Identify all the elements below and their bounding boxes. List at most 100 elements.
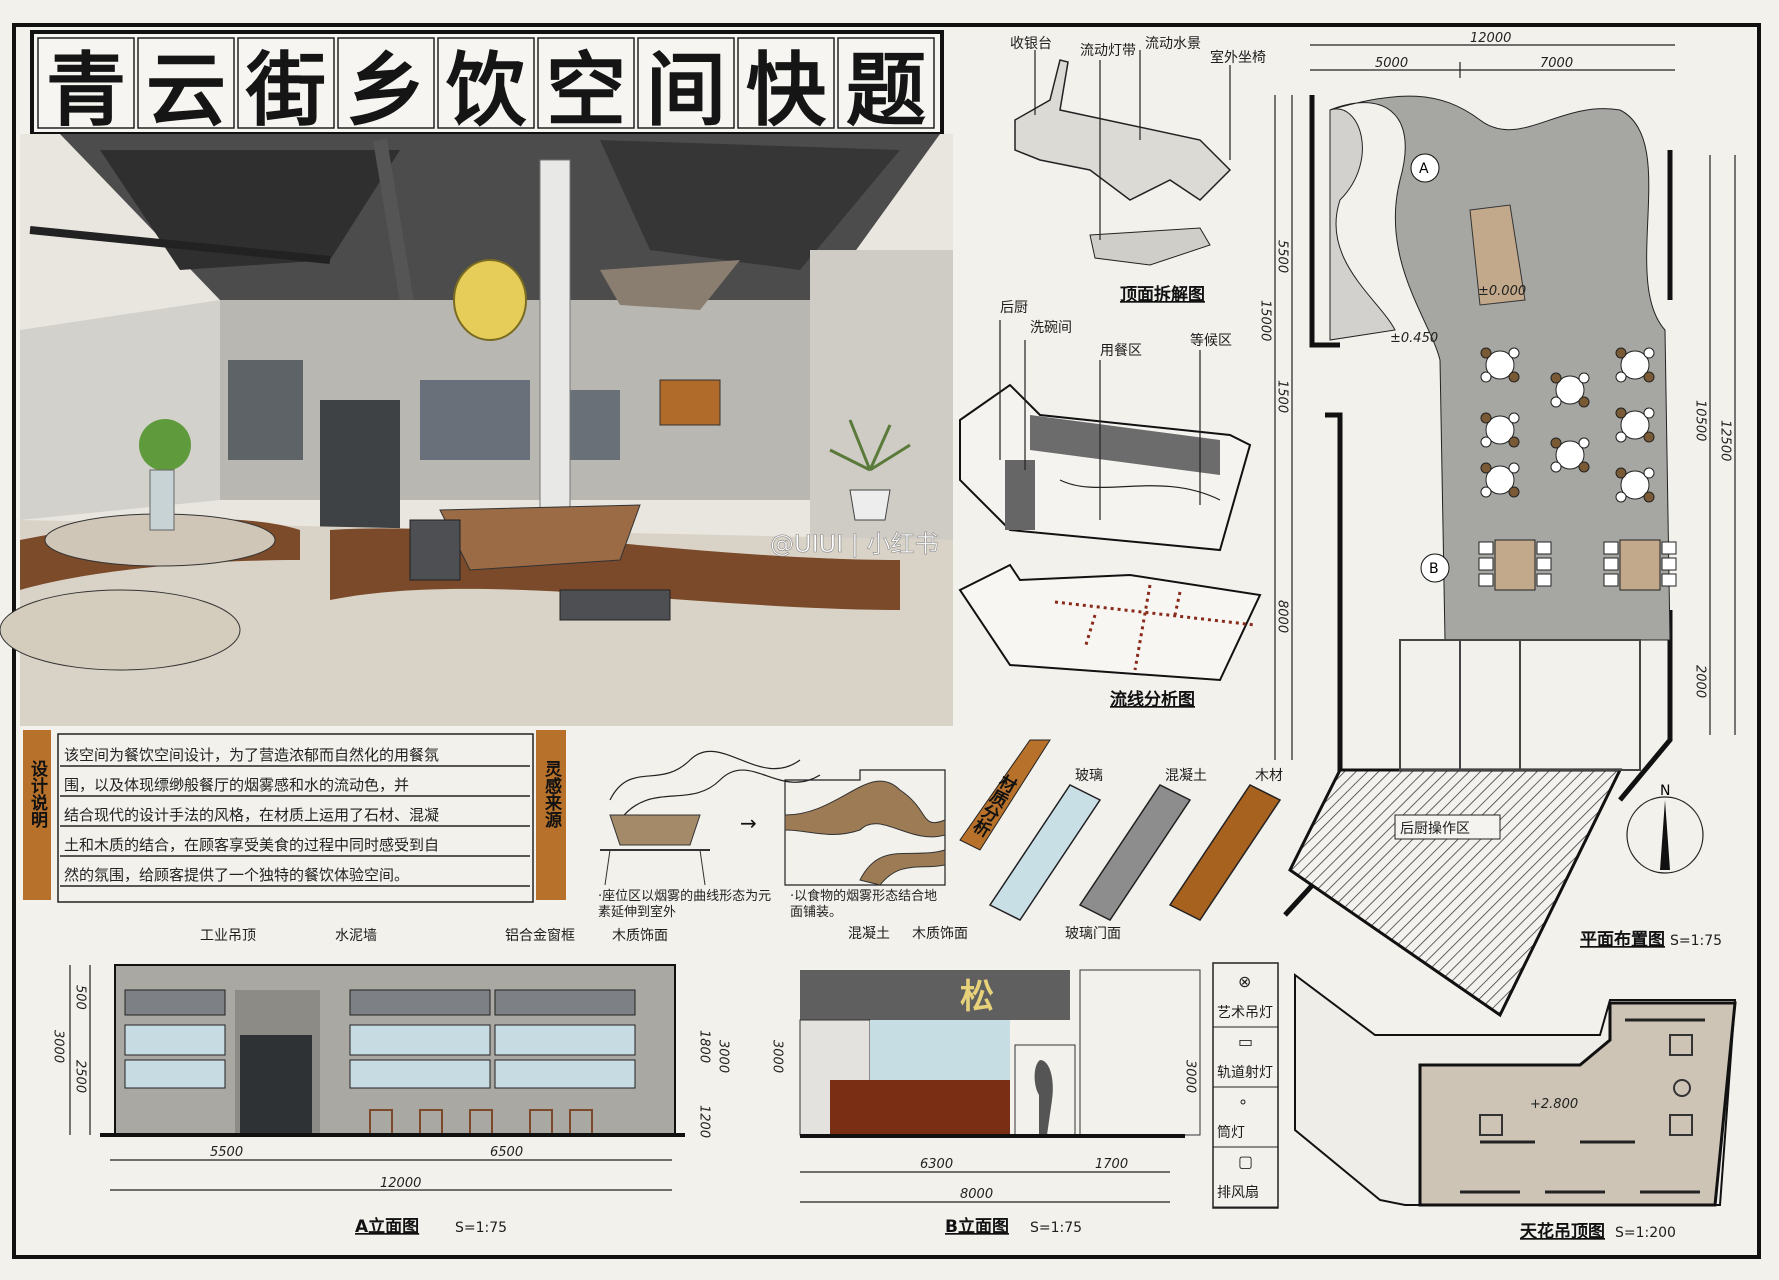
flow-title: 流线分析图	[1110, 689, 1195, 710]
design-notes-line: 围，以及体现缥缈般餐厅的烟雾感和水的流动色，并	[64, 776, 409, 794]
window	[124, 1059, 226, 1089]
callout-label: 收银台	[1010, 36, 1052, 52]
section-marker-icon	[1420, 553, 1450, 583]
downlight-icon	[1479, 1114, 1503, 1136]
north-arrow-icon	[1626, 796, 1704, 874]
rect-table-icon	[1494, 539, 1536, 591]
dimension: 7000	[1540, 56, 1573, 71]
dimension: 6500	[490, 1145, 523, 1160]
zone-label: 等候区	[1190, 332, 1232, 349]
window	[349, 1024, 491, 1056]
dimension: 5000	[1375, 56, 1408, 71]
ceiling-exploded-diagram: 收银台 流动灯带 流动水景 室外坐椅 顶面拆解图	[1010, 36, 1266, 305]
flow-analysis-diagram: 流线分析图	[958, 563, 1262, 710]
dimension: 500	[73, 985, 88, 1010]
legend-label: 艺术吊灯	[1217, 1005, 1273, 1021]
dimension: 15000	[1258, 300, 1273, 341]
plan-scale: S=1:75	[1670, 933, 1722, 949]
dimension: 1800	[697, 1030, 712, 1063]
title-char: 青	[46, 44, 126, 137]
downlight-icon	[1669, 1034, 1693, 1056]
round-table-icon	[1485, 465, 1515, 495]
material-label: 混凝土	[1165, 768, 1207, 784]
kitchen-zone-label: 后厨操作区	[1400, 821, 1470, 837]
callout-label: 工业吊顶	[200, 928, 256, 944]
legend-symbol-icon: ▭	[1238, 1032, 1253, 1051]
dimension: 3000	[51, 1030, 66, 1063]
callout-label: 流动灯带	[1080, 43, 1136, 59]
elevation-a-title: A立面图	[355, 1216, 419, 1237]
title-char: 饮	[446, 44, 527, 137]
dimension: 8000	[960, 1187, 993, 1202]
zone-label: 洗碗间	[1030, 320, 1072, 336]
function-axonometric: 后厨 洗碗间 用餐区 等候区	[959, 300, 1252, 552]
level-mark: ±0.000	[1478, 284, 1526, 299]
material-swatch	[1078, 784, 1192, 921]
title-char: 街	[245, 44, 326, 137]
watermark: @UIUI | 小红书	[770, 530, 939, 558]
callout-label: 铝合金窗框	[505, 927, 575, 944]
design-notes-line: 然的氛围，给顾客提供了一个独特的餐饮体验空间。	[64, 866, 409, 884]
callout-label: 水泥墙	[335, 928, 377, 944]
legend-label: 轨道射灯	[1217, 1065, 1273, 1081]
design-notes-line: 土和木质的结合，在顾客享受美食的过程中同时感受到自	[64, 836, 439, 854]
pendant-lamp-icon	[453, 259, 527, 341]
design-notes-line: 该空间为餐饮空间设计，为了营造浓郁而自然化的用餐氛	[64, 746, 439, 764]
section-marker-a: A	[1419, 161, 1429, 177]
clerestory-window	[494, 989, 636, 1016]
downlight-icon	[1669, 1114, 1693, 1136]
rect-table-icon	[1619, 539, 1661, 591]
table-icon	[1469, 204, 1526, 306]
title-char: 空	[546, 44, 626, 137]
section-marker-b: B	[1429, 561, 1439, 577]
elevation-b: 松 混凝土 木质饰面 玻璃门面 6300 1700 8000 1800 1200…	[697, 925, 1201, 1237]
material-swatch	[1168, 784, 1282, 921]
title-char: 快	[746, 44, 827, 137]
legend-symbol-icon: ▢	[1238, 1152, 1253, 1171]
title-block: 青云街乡饮空间快题	[30, 30, 944, 137]
inspiration-note: ·以食物的烟雾形态结合地面铺装。	[790, 889, 938, 920]
legend-symbol-icon: ∘	[1238, 1092, 1248, 1111]
plan-title: 平面布置图	[1580, 929, 1665, 950]
north-label: N	[1660, 783, 1670, 799]
title-char: 乡	[346, 44, 426, 137]
inspiration-label: 灵感来源	[541, 760, 563, 829]
round-table-icon	[1485, 350, 1515, 380]
title-char: 间	[646, 44, 726, 137]
dimension: 3000	[716, 1040, 731, 1073]
design-notes: 设计说明 该空间为餐饮空间设计，为了营造浓郁而自然化的用餐氛围，以及体现缥缈般餐…	[23, 730, 566, 903]
window	[494, 1024, 636, 1056]
material-label: 木材	[1255, 768, 1283, 784]
round-table-icon	[1485, 415, 1515, 445]
dimension: 1200	[697, 1105, 712, 1138]
round-table-icon	[1620, 470, 1650, 500]
interior-perspective-render: @UIUI | 小红书	[0, 134, 953, 726]
lighting-legend: ⊗艺术吊灯▭轨道射灯∘筒灯▢排风扇	[1212, 962, 1279, 1209]
title-char: 题	[846, 44, 926, 137]
dimension: 2000	[1693, 665, 1708, 698]
clerestory-window	[349, 989, 491, 1016]
callout-label: 玻璃门面	[1065, 925, 1121, 942]
dimension: 6300	[920, 1157, 953, 1172]
ceiling-plan: +2.800 天花吊顶图 S=1:200	[1294, 973, 1737, 1242]
material-swatch	[988, 784, 1102, 921]
elevation-b-title: B立面图	[945, 1216, 1009, 1237]
dimension: 3000	[1183, 1060, 1198, 1093]
callout-label: 流动水景	[1145, 36, 1201, 52]
elevation-b-scale: S=1:75	[1030, 1220, 1082, 1236]
material-label: 玻璃	[1075, 767, 1103, 784]
round-table-icon	[1555, 440, 1585, 470]
legend-symbol-icon: ⊗	[1238, 972, 1251, 991]
window	[349, 1059, 491, 1089]
dimension: 5500	[1275, 240, 1290, 273]
inspiration-note: ·座位区以烟雾的曲线形态为元素延伸到室外	[598, 889, 772, 920]
section-marker-icon	[1410, 153, 1440, 183]
pendant-lamp-icon	[1673, 1079, 1691, 1097]
dimension: 1700	[1095, 1157, 1128, 1172]
window	[124, 1024, 226, 1056]
ceiling-level: +2.800	[1530, 1097, 1578, 1112]
design-notes-label: 设计说明	[27, 760, 48, 829]
elevation-a: 工业吊顶 水泥墙 铝合金窗框 木质饰面 5500 6500 12000 3000…	[51, 927, 685, 1237]
dimension: 12500	[1718, 420, 1733, 461]
